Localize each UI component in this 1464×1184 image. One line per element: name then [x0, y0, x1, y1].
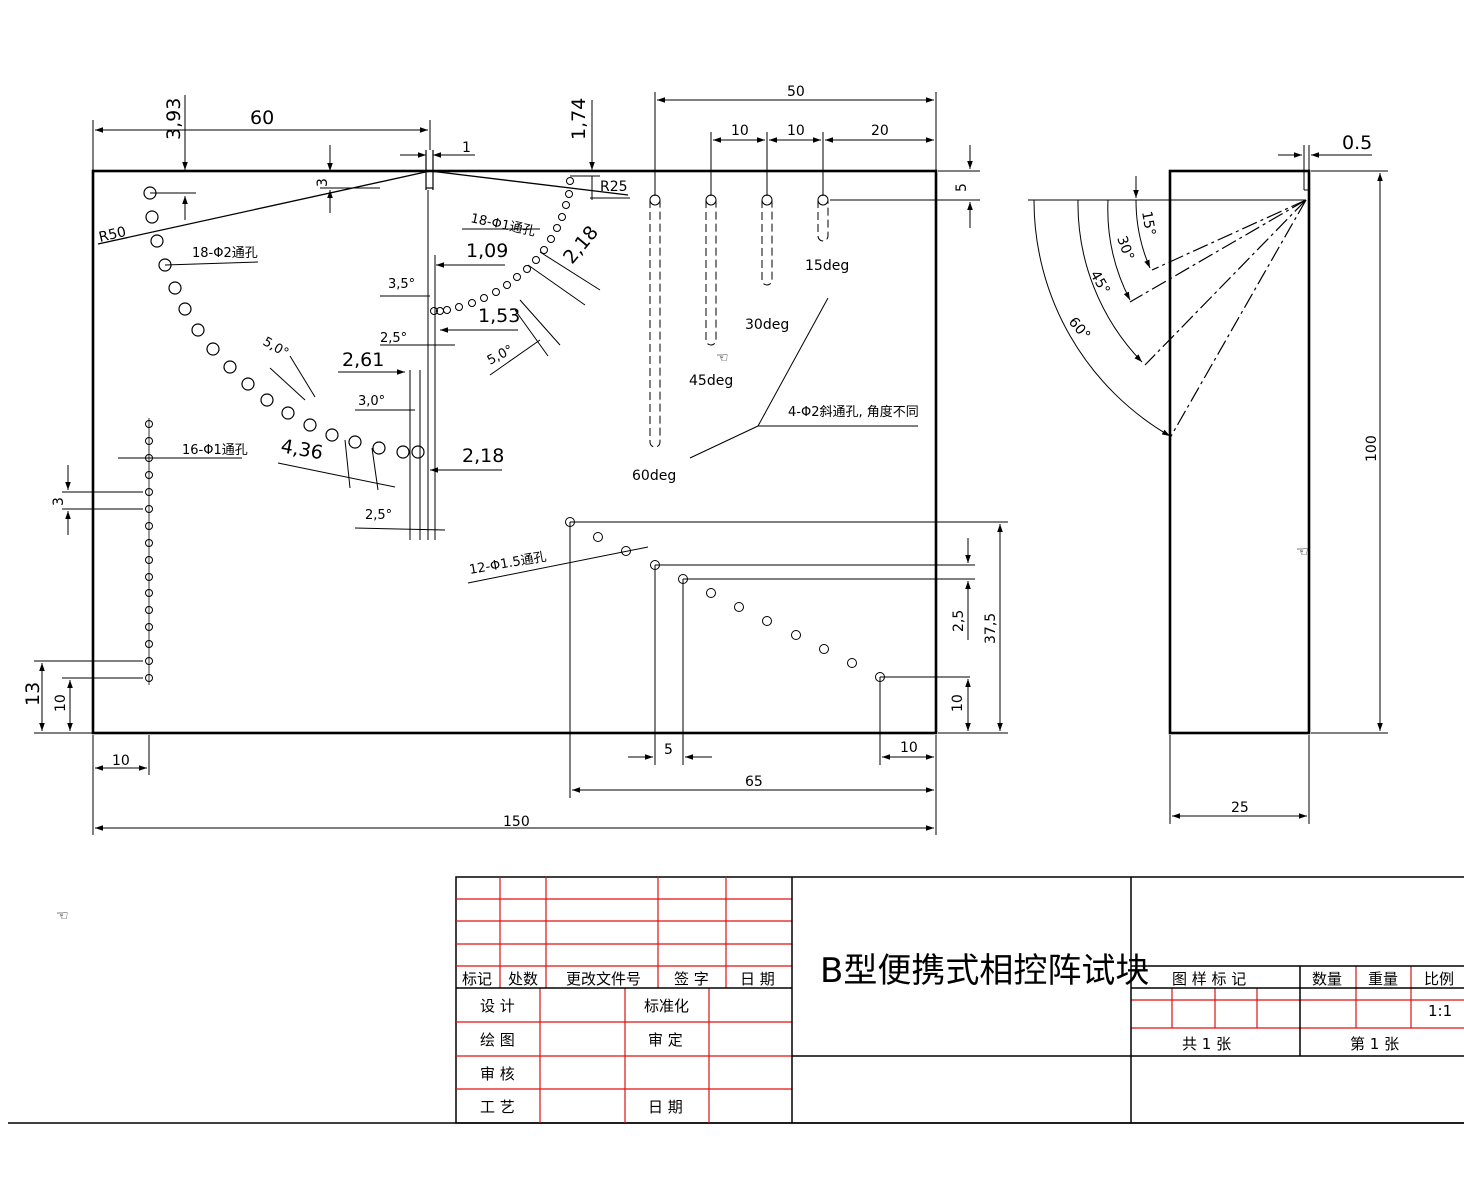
info-drawing-mark: 图 样 标 记: [1172, 970, 1246, 988]
row-process: 工 艺: [480, 1098, 515, 1116]
angle-15: 15°: [1138, 210, 1158, 237]
hole-4-phi2-label: 4-Φ2斜通孔, 角度不同: [788, 404, 919, 420]
angle-30: 30°: [1113, 234, 1137, 263]
r50-label: R50: [97, 224, 127, 246]
dim-2-18-b: 2,18: [462, 445, 504, 467]
row-date: 日 期: [648, 1098, 683, 1116]
header-mark: 标记: [462, 970, 492, 988]
block-outline: [91, 169, 938, 735]
header-count: 处数: [508, 970, 538, 988]
side-outline: [1168, 169, 1311, 735]
dim-2-18-a: 2,18: [559, 222, 603, 269]
dim-2-5deg-b: 2,5°: [365, 508, 392, 523]
dim-5-right: 5: [954, 183, 970, 192]
title-block: [8, 876, 1464, 1124]
hole-16-phi1-label: 16-Φ1通孔: [182, 443, 248, 458]
side-view: [1028, 145, 1388, 824]
row-design: 设 计: [480, 997, 515, 1015]
dim-100: 100: [1364, 435, 1380, 462]
dim-20: 20: [871, 123, 889, 139]
dim-3-0deg: 3,0°: [358, 394, 385, 409]
side-view-labels: 0.5 15° 30° 45° 60° 100 25: [1065, 132, 1380, 816]
sheets-total: 共 1 张: [1182, 1035, 1231, 1053]
arc-holes-phi2: [143, 186, 425, 459]
row-draw: 绘 图: [480, 1031, 515, 1049]
row-approve: 审 定: [648, 1031, 683, 1049]
arc-holes-phi1: [430, 177, 574, 315]
dim-150: 150: [503, 814, 530, 830]
dim-10-br: 10: [900, 740, 918, 756]
dim-37-5: 37,5: [983, 613, 999, 644]
dim-2-61: 2,61: [342, 349, 384, 371]
dim-25: 25: [1231, 800, 1249, 816]
diagonal-holes-phi1-5: [565, 517, 885, 682]
dim-10-a: 10: [731, 123, 749, 139]
dim-5-0deg-b: 5,0°: [485, 343, 516, 369]
dim-1-09: 1,09: [466, 240, 508, 262]
angled-hole-slots: [649, 194, 829, 448]
dim-1-53: 1,53: [478, 305, 520, 327]
angle-60: 60°: [1065, 314, 1093, 343]
dim-2-5deg-a: 2,5°: [380, 331, 407, 346]
dim-5-bottom: 5: [664, 742, 673, 758]
dim-3-small: 3: [315, 178, 331, 187]
dim-1: 1: [462, 140, 471, 156]
label-15deg: 15deg: [805, 258, 849, 274]
dim-10-left: 10: [53, 694, 69, 712]
dim-13: 13: [22, 682, 44, 706]
dim-0-5: 0.5: [1342, 132, 1372, 154]
dim-10-b: 10: [787, 123, 805, 139]
dim-1-74: 1,74: [568, 98, 590, 140]
dim-50: 50: [787, 84, 805, 100]
row-review: 审 核: [480, 1065, 515, 1083]
dim-60: 60: [250, 107, 274, 129]
row-standardize: 标准化: [644, 997, 689, 1015]
hand-cursor-icon: ☜: [716, 350, 729, 366]
top-view-labels: 60 3,93 1 3 1,74 R25 R50 18-Φ2通孔 18-Φ1通孔…: [22, 84, 999, 830]
hand-cursor-icon: ☜: [56, 908, 69, 924]
dim-3-5deg: 3,5°: [388, 277, 415, 292]
drawing-title: B型便携式相控阵试块: [820, 951, 1149, 991]
hand-cursor-icon: ☜: [1296, 544, 1309, 560]
dim-2-5: 2,5: [951, 610, 967, 632]
r25-label: R25: [600, 179, 628, 195]
info-quantity: 数量: [1312, 970, 1342, 988]
scale-value: 1:1: [1428, 1002, 1452, 1020]
dim-3-left: 3: [51, 497, 67, 506]
info-scale: 比例: [1424, 970, 1454, 988]
dim-65: 65: [745, 774, 763, 790]
angle-45: 45°: [1087, 268, 1113, 298]
hole-18-phi1-label: 18-Φ1通孔: [469, 211, 536, 239]
top-view: [34, 92, 1008, 835]
dim-5-0deg-a: 5,0°: [260, 334, 291, 361]
hole-18-phi2-label: 18-Φ2通孔: [192, 246, 258, 261]
dim-10-right: 10: [950, 694, 966, 712]
title-block-text: B型便携式相控阵试块 标记 处数 更改文件号 签 字 日 期 设 计 标准化 绘…: [462, 951, 1454, 1116]
header-change-doc: 更改文件号: [566, 970, 641, 988]
dim-3-93: 3,93: [163, 98, 185, 140]
dim-10-bottom: 10: [112, 753, 130, 769]
hole-12-phi1-5-label: 12-Φ1.5通孔: [468, 550, 548, 578]
sheet-number: 第 1 张: [1350, 1035, 1399, 1053]
header-date: 日 期: [740, 970, 775, 988]
label-60deg: 60deg: [632, 468, 676, 484]
dim-4-36: 4,36: [279, 435, 324, 464]
header-signature: 签 字: [674, 970, 709, 988]
info-weight: 重量: [1368, 970, 1398, 988]
label-45deg: 45deg: [689, 373, 733, 389]
label-30deg: 30deg: [745, 317, 789, 333]
